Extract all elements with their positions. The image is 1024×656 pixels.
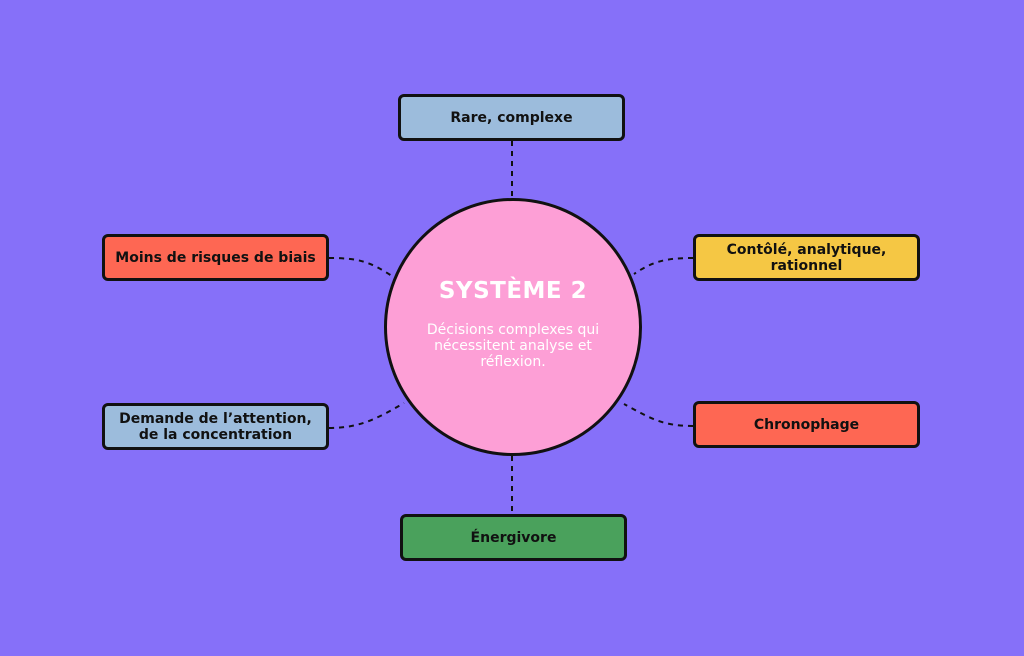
node-controle-analytique: Contôlé, analytique, rationnel <box>693 234 920 281</box>
node-label: Demande de l’attention, de la concentrat… <box>119 410 312 443</box>
node-demande-attention: Demande de l’attention, de la concentrat… <box>102 403 329 450</box>
connector-right-bottom <box>623 403 694 427</box>
node-rare-complexe: Rare, complexe <box>398 94 625 141</box>
center-description: Décisions complexes qui nécessitent anal… <box>426 322 600 370</box>
connector-left-bottom <box>328 402 405 429</box>
center-circle: SYSTÈME 2 Décisions complexes qui nécess… <box>384 198 642 456</box>
node-label: Chronophage <box>753 416 860 433</box>
node-label: Contôlé, analytique, rationnel <box>726 241 887 274</box>
node-label: Énergivore <box>470 529 557 546</box>
connector-right-top <box>633 257 694 275</box>
connector-left-top <box>328 257 393 277</box>
node-label: Rare, complexe <box>450 109 573 126</box>
node-energivore: Énergivore <box>400 514 627 561</box>
node-chronophage: Chronophage <box>693 401 920 448</box>
node-label: Moins de risques de biais <box>115 249 316 266</box>
center-title: SYSTÈME 2 <box>438 278 588 304</box>
node-moins-de-risques: Moins de risques de biais <box>102 234 329 281</box>
